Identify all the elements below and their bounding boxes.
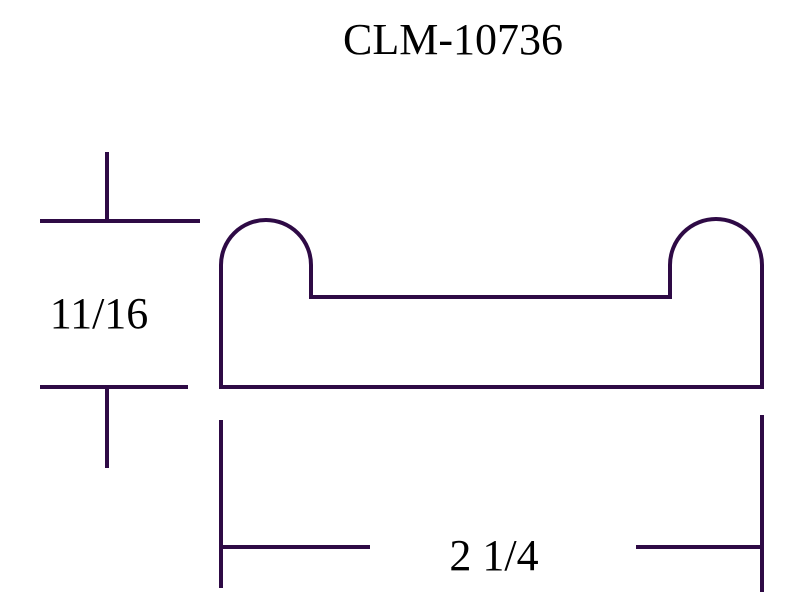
molding-profile <box>219 217 764 389</box>
width-dimension-label: 2 1/4 <box>449 531 538 580</box>
part-number-title: CLM-10736 <box>343 15 563 64</box>
height-dimension-label: 11/16 <box>50 289 149 338</box>
line-group <box>40 152 764 592</box>
